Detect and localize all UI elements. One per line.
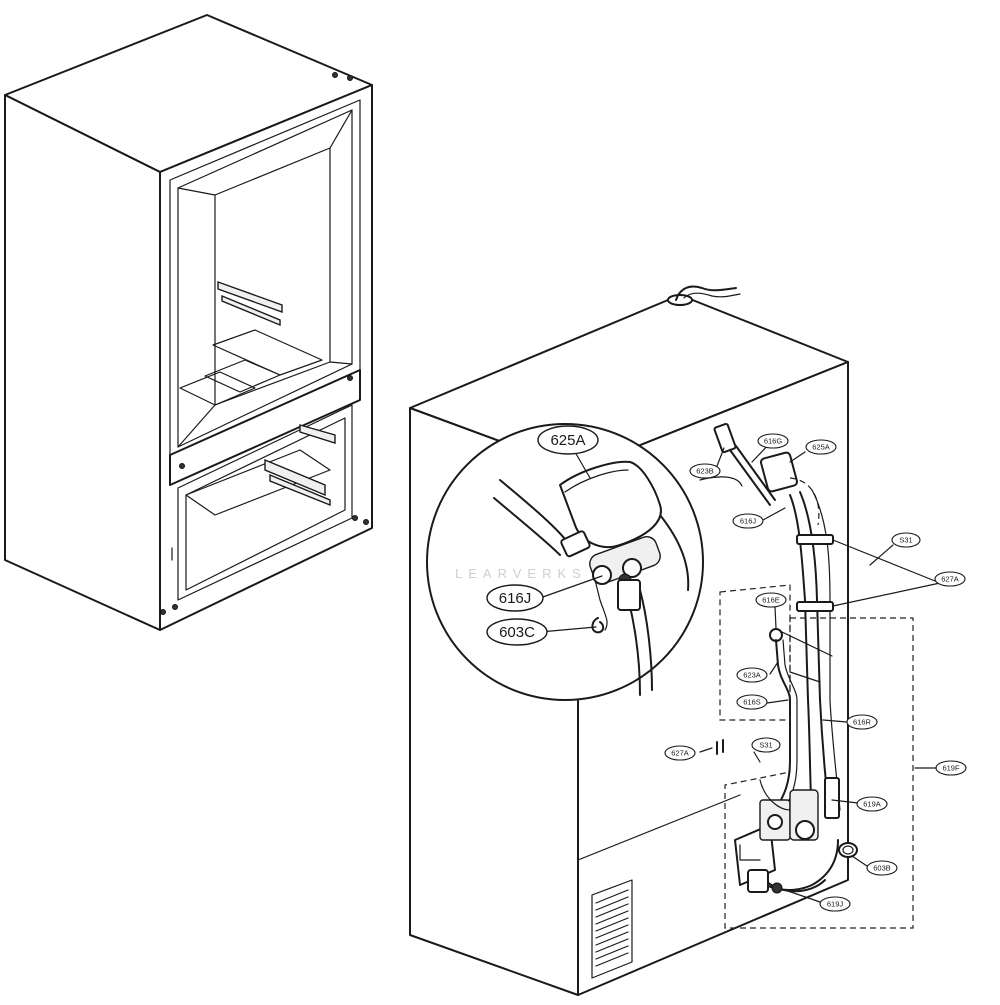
callout-text: 603B bbox=[873, 863, 891, 872]
callout-616J-zoom: 616J bbox=[486, 584, 544, 612]
callout-623A: 623A bbox=[736, 667, 768, 683]
callout-616E: 616E bbox=[755, 592, 787, 608]
callout-619A: 619A bbox=[856, 796, 888, 812]
callout-text: 619A bbox=[863, 799, 881, 808]
callout-627A-top: 627A bbox=[934, 571, 966, 587]
callout-text: 619J bbox=[827, 899, 844, 908]
callout-text: 625A bbox=[550, 432, 585, 449]
callout-text: 616J bbox=[740, 516, 757, 525]
callout-text: 603C bbox=[499, 624, 535, 641]
callout-text: 623B bbox=[696, 466, 714, 475]
callout-text: 616E bbox=[762, 595, 780, 604]
callout-text: 623A bbox=[743, 670, 761, 679]
callout-623B: 623B bbox=[689, 463, 721, 479]
callout-text: 616G bbox=[764, 436, 783, 445]
leader-lines bbox=[699, 440, 941, 903]
callout-text: 627A bbox=[941, 574, 959, 583]
cabinet-front-view bbox=[4, 14, 373, 631]
callout-S31-top: S31 bbox=[891, 532, 921, 548]
callout-603B: 603B bbox=[866, 860, 898, 876]
callout-text: 616S bbox=[743, 697, 761, 706]
callout-619F: 619F bbox=[935, 760, 967, 776]
assembly-boundaries bbox=[719, 584, 914, 929]
callout-text: 627A bbox=[671, 748, 689, 757]
callout-text: 616J bbox=[499, 590, 532, 607]
callout-616J: 616J bbox=[732, 513, 764, 529]
callout-619J: 619J bbox=[819, 896, 851, 912]
callout-625A-zoom: 625A bbox=[537, 425, 599, 455]
inset-valve-625A bbox=[559, 460, 662, 634]
callout-627A-bottom: 627A bbox=[664, 745, 696, 761]
callout-S31-bottom: S31 bbox=[751, 737, 781, 753]
callout-603C-zoom: 603C bbox=[486, 618, 548, 646]
vent-grille bbox=[591, 879, 633, 979]
pump-cluster bbox=[734, 777, 840, 894]
callout-616G: 616G bbox=[757, 433, 789, 449]
callout-616R: 616R bbox=[846, 714, 878, 730]
callout-625A: 625A bbox=[805, 439, 837, 455]
callout-text: 625A bbox=[812, 442, 830, 451]
callout-616S: 616S bbox=[736, 694, 768, 710]
callout-text: 619F bbox=[942, 763, 960, 772]
watermark-text: LEARVERKS bbox=[455, 566, 587, 581]
callout-text: 616R bbox=[853, 717, 872, 726]
callout-text: S31 bbox=[759, 740, 772, 749]
callout-text: S31 bbox=[899, 535, 912, 544]
